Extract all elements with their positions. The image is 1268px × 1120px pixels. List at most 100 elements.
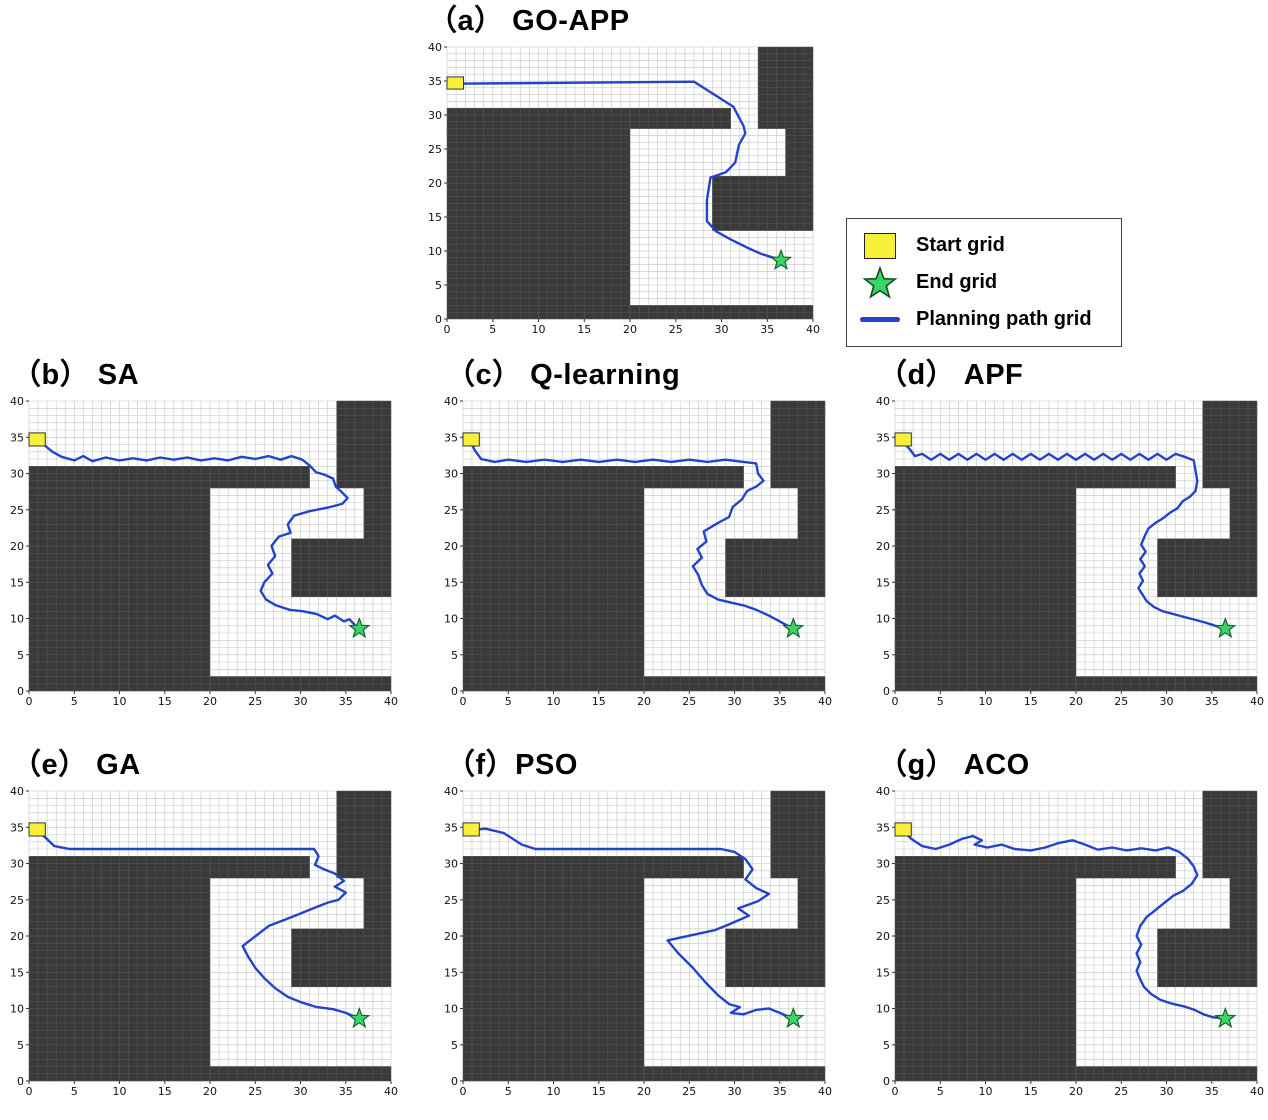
y-tick-label: 30 — [428, 109, 442, 122]
x-tick-label: 30 — [728, 695, 742, 708]
y-tick-label: 0 — [883, 1075, 890, 1088]
planning-path — [901, 439, 1225, 630]
obstacle-block — [630, 108, 731, 129]
obstacle-block — [1076, 856, 1176, 879]
x-tick-label: 0 — [892, 695, 899, 708]
legend-item-end: End grid — [859, 264, 1109, 301]
x-tick-label: 15 — [592, 1085, 606, 1098]
start-grid-marker — [28, 822, 46, 837]
y-tick-label: 25 — [444, 504, 458, 517]
x-tick-label: 5 — [71, 695, 78, 708]
y-tick-label: 30 — [876, 468, 890, 481]
y-tick-label: 35 — [444, 431, 458, 444]
x-tick-label: 25 — [1114, 695, 1128, 708]
y-tick-label: 10 — [10, 1003, 24, 1016]
legend: Start grid End grid Planning path grid — [846, 218, 1122, 347]
y-tick-label: 5 — [451, 1039, 458, 1052]
x-tick-label: 30 — [728, 1085, 742, 1098]
y-tick-label: 15 — [10, 966, 24, 979]
obstacle-block — [644, 466, 744, 489]
y-tick-label: 40 — [444, 395, 458, 408]
x-tick-label: 20 — [203, 1085, 217, 1098]
y-tick-label: 35 — [10, 431, 24, 444]
x-tick-label: 25 — [248, 1085, 262, 1098]
legend-item-path: Planning path grid — [859, 301, 1109, 338]
y-tick-label: 0 — [451, 1075, 458, 1088]
y-tick-label: 25 — [428, 143, 442, 156]
x-tick-label: 5 — [71, 1085, 78, 1098]
x-tick-label: 25 — [1114, 1085, 1128, 1098]
y-tick-label: 10 — [428, 245, 442, 258]
y-tick-label: 20 — [444, 540, 458, 553]
x-tick-label: 30 — [294, 695, 308, 708]
x-tick-label: 40 — [1250, 1085, 1264, 1098]
y-tick-label: 25 — [444, 894, 458, 907]
y-tick-label: 15 — [10, 576, 24, 589]
x-tick-label: 10 — [532, 323, 546, 336]
x-tick-label: 5 — [505, 695, 512, 708]
obstacle-block — [644, 856, 744, 879]
x-tick-label: 35 — [760, 323, 774, 336]
y-tick-label: 30 — [10, 858, 24, 871]
obstacle-block — [1229, 878, 1258, 929]
y-tick-label: 0 — [435, 313, 442, 326]
obstacle-block — [1076, 466, 1176, 489]
y-tick-label: 15 — [444, 966, 458, 979]
y-tick-label: 25 — [876, 894, 890, 907]
x-tick-label: 30 — [1160, 695, 1174, 708]
y-tick-label: 20 — [444, 930, 458, 943]
subplot-title-aco: （g） ACO — [878, 749, 1030, 781]
y-tick-label: 25 — [10, 504, 24, 517]
x-tick-label: 35 — [1205, 695, 1219, 708]
end-grid-star-marker — [348, 1006, 371, 1029]
obstacle-block — [210, 856, 310, 879]
y-tick-label: 5 — [451, 649, 458, 662]
y-tick-label: 20 — [876, 930, 890, 943]
x-tick-label: 30 — [715, 323, 729, 336]
y-tick-label: 20 — [10, 930, 24, 943]
x-tick-label: 25 — [669, 323, 683, 336]
x-tick-label: 30 — [1160, 1085, 1174, 1098]
end-grid-star-marker — [782, 1006, 805, 1029]
start-grid-marker — [894, 432, 912, 447]
y-tick-label: 10 — [876, 613, 890, 626]
y-tick-label: 35 — [444, 821, 458, 834]
y-tick-label: 35 — [876, 821, 890, 834]
x-tick-label: 20 — [1069, 695, 1083, 708]
planning-path — [469, 439, 793, 630]
legend-item-start: Start grid — [859, 227, 1109, 264]
y-tick-label: 30 — [444, 858, 458, 871]
x-tick-label: 0 — [26, 1085, 33, 1098]
end-grid-star-marker — [769, 248, 793, 270]
legend-label-start: Start grid — [916, 234, 1005, 256]
subplot-title-ga: （e） GA — [12, 749, 141, 781]
y-tick-label: 30 — [876, 858, 890, 871]
x-tick-label: 0 — [460, 695, 467, 708]
x-tick-label: 30 — [294, 1085, 308, 1098]
x-tick-label: 40 — [1250, 695, 1264, 708]
y-tick-label: 0 — [17, 1075, 24, 1088]
planning-path — [469, 827, 793, 1020]
end-grid-star-marker — [348, 616, 371, 639]
x-tick-label: 20 — [1069, 1085, 1083, 1098]
x-tick-label: 15 — [1024, 1085, 1038, 1098]
x-tick-label: 10 — [979, 1085, 993, 1098]
x-tick-label: 10 — [547, 1085, 561, 1098]
x-tick-label: 5 — [505, 1085, 512, 1098]
planning-path — [901, 828, 1225, 1020]
x-tick-label: 10 — [547, 695, 561, 708]
subplot-title-pso: （f）PSO — [446, 749, 578, 781]
x-tick-label: 0 — [26, 695, 33, 708]
x-tick-label: 25 — [682, 695, 696, 708]
y-tick-label: 5 — [883, 649, 890, 662]
y-tick-label: 0 — [883, 685, 890, 698]
legend-star-glyph — [862, 265, 898, 299]
y-tick-label: 40 — [876, 785, 890, 798]
y-tick-label: 25 — [876, 504, 890, 517]
